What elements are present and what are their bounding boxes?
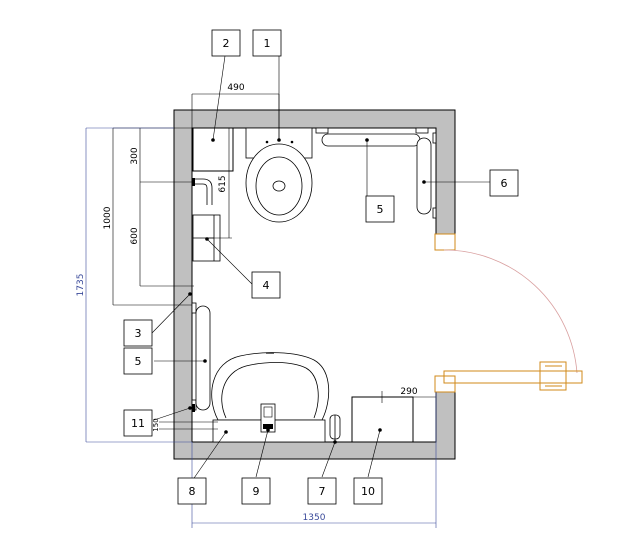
fixtures bbox=[191, 127, 437, 443]
callout-box-5-top bbox=[365, 195, 395, 223]
dim-1735: 1735 bbox=[76, 274, 86, 297]
dimension-lines-blue bbox=[85, 127, 437, 528]
callout-box-11 bbox=[123, 409, 153, 437]
cabinet bbox=[192, 127, 234, 172]
grab-rail-left bbox=[191, 302, 211, 411]
leader-lines bbox=[151, 55, 490, 482]
bin bbox=[351, 396, 414, 443]
door-handle bbox=[539, 361, 567, 391]
dim-1350: 1350 bbox=[303, 513, 326, 523]
dim-490: 490 bbox=[227, 83, 244, 93]
dim-150: 150 bbox=[152, 418, 160, 431]
grab-rail-small bbox=[192, 178, 213, 205]
callout-9: 9 bbox=[253, 485, 260, 498]
dim-1000: 1000 bbox=[103, 206, 113, 229]
callout-11: 11 bbox=[131, 417, 145, 430]
callout-box-2 bbox=[211, 29, 241, 57]
grab-rail-top bbox=[315, 127, 429, 147]
dim-290: 290 bbox=[400, 387, 417, 397]
callout-box-10 bbox=[353, 477, 383, 505]
callout-6: 6 bbox=[501, 177, 508, 190]
toilet bbox=[245, 127, 313, 223]
callout-2: 2 bbox=[223, 37, 230, 50]
callout-box-1 bbox=[252, 29, 282, 57]
door-jamb-top bbox=[434, 233, 456, 251]
dim-615: 615 bbox=[218, 175, 228, 192]
dim-600: 600 bbox=[130, 227, 140, 244]
callout-box-9 bbox=[241, 477, 271, 505]
door-leaf bbox=[443, 370, 583, 384]
door-swing-arc bbox=[443, 249, 578, 374]
wall-bracket bbox=[192, 404, 195, 412]
washbasin-bowl bbox=[211, 352, 330, 421]
callout-1: 1 bbox=[264, 37, 271, 50]
grab-rail-right bbox=[416, 132, 437, 219]
callout-3: 3 bbox=[135, 327, 142, 340]
callout-boxes bbox=[123, 29, 519, 505]
toilet-bowl bbox=[245, 143, 313, 223]
washbasin-inner bbox=[221, 362, 319, 419]
toilet-hole bbox=[272, 180, 286, 192]
small-post bbox=[329, 414, 341, 442]
toilet-seat-inner bbox=[255, 156, 303, 216]
callout-box-4 bbox=[251, 271, 281, 299]
callout-labels: 1 2 5 6 4 3 5 11 8 9 7 10 bbox=[131, 37, 508, 498]
washbasin bbox=[211, 352, 330, 443]
callout-10: 10 bbox=[361, 485, 375, 498]
callout-5-left: 5 bbox=[135, 355, 142, 368]
toilet-button bbox=[265, 140, 269, 144]
callout-5-top: 5 bbox=[377, 203, 384, 216]
callout-box-7 bbox=[307, 477, 337, 505]
callout-7: 7 bbox=[319, 485, 326, 498]
dim-300: 300 bbox=[130, 147, 140, 164]
callout-box-5-left bbox=[123, 347, 153, 375]
leader-dots bbox=[188, 138, 426, 444]
door bbox=[434, 233, 583, 393]
toilet-button bbox=[290, 140, 294, 144]
door-jamb-bottom bbox=[434, 375, 456, 393]
callout-8: 8 bbox=[189, 485, 196, 498]
callout-box-6 bbox=[489, 169, 519, 197]
callout-box-3 bbox=[123, 319, 153, 347]
callout-box-8 bbox=[177, 477, 207, 505]
callout-4: 4 bbox=[263, 279, 270, 292]
